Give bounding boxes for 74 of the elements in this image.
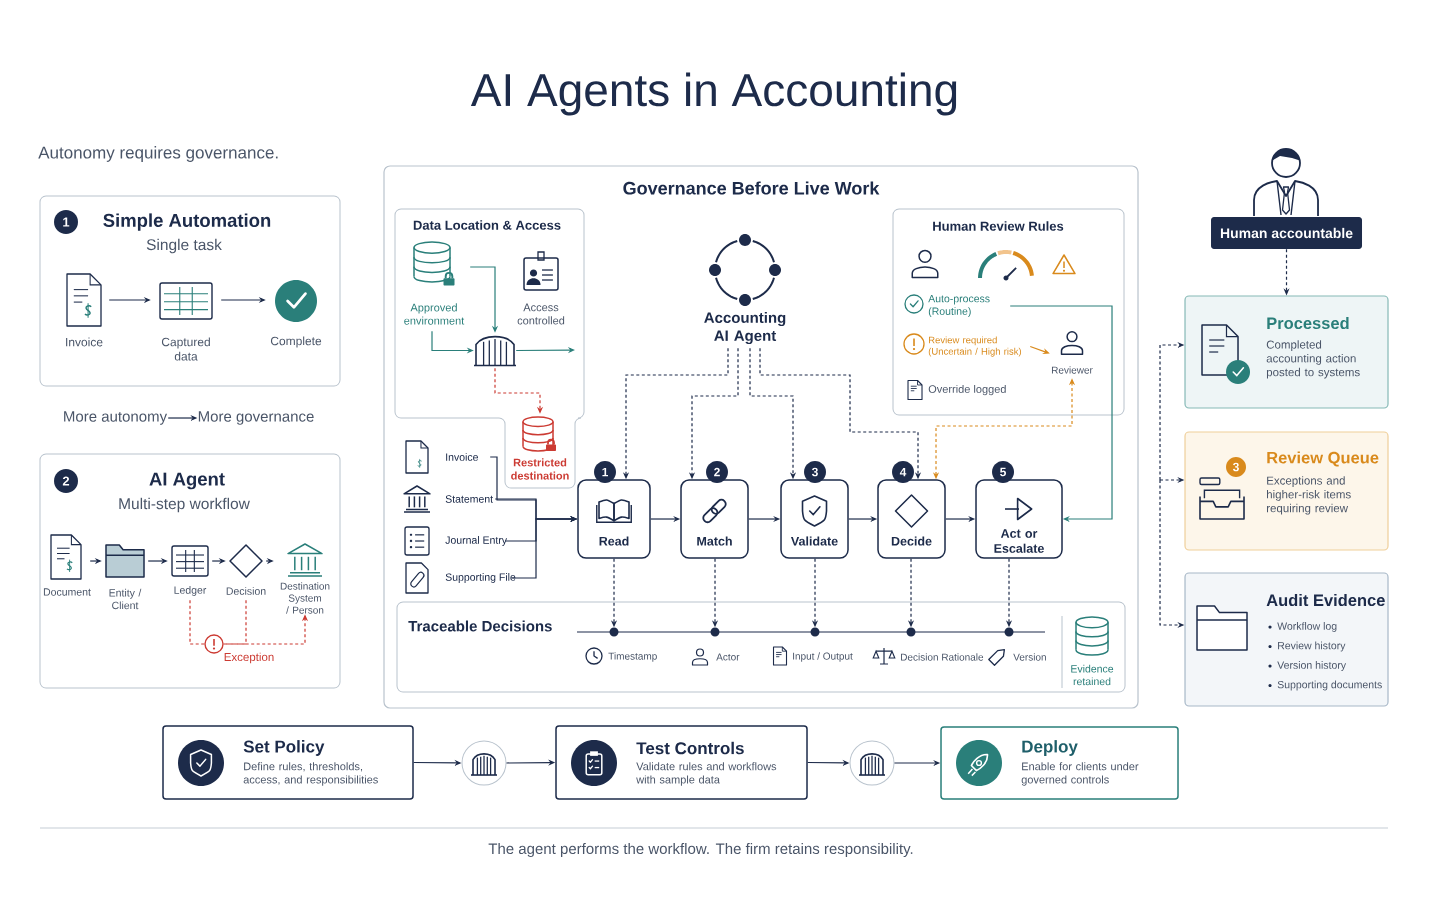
number-badge: 5 <box>992 461 1014 483</box>
number-badge: 4 <box>892 461 914 483</box>
list-item: Review history <box>1278 641 1346 652</box>
panel-title: AI Agent <box>149 472 225 490</box>
rule-label: Override logged <box>928 384 1006 396</box>
connector-line <box>189 599 205 645</box>
footer-text: The agent performs the workflow. The firm retains responsibility. <box>488 843 913 857</box>
card-title: Test Controls <box>636 741 744 755</box>
field-label: Input / Output <box>793 652 853 662</box>
rule-label: Auto-process (Routine) <box>928 295 990 317</box>
card-title: Review Queue <box>1267 451 1379 467</box>
list-item: Supporting documents <box>1277 680 1382 691</box>
number-badge: 3 <box>804 461 826 483</box>
item-label: Destination System / Person <box>280 582 330 614</box>
gate-icon <box>473 335 517 367</box>
step-box: Decide <box>877 479 946 559</box>
field-label: Version <box>1013 653 1046 661</box>
step-box: Act or Escalate <box>975 479 1063 559</box>
number-badge: 2 <box>54 469 78 493</box>
number-badge: 1 <box>594 461 616 483</box>
item-label: Complete <box>270 336 322 348</box>
item-label: Evidence retained <box>1071 664 1114 686</box>
card-title: Processed <box>1267 316 1349 330</box>
card-text: Define rules, thresholds, access, and responsibilities <box>243 762 378 786</box>
flow-label: More autonomy <box>64 411 168 425</box>
card-text: Exceptions and higher-risk items requiring review <box>1267 476 1351 515</box>
item-label: Access controlled <box>517 303 565 325</box>
panel-subtitle: Multi-step workflow <box>119 497 250 513</box>
note-text: Autonomy requires governance. <box>38 146 278 162</box>
item-label: Decision <box>226 587 266 595</box>
field-label: Actor <box>716 653 740 661</box>
field-label: Decision Rationale <box>901 653 984 661</box>
item-label: Restricted destination <box>511 458 569 480</box>
item-label: Statement <box>445 495 493 503</box>
item-label: Reviewer <box>1052 366 1093 374</box>
step-box: Read <box>577 479 651 559</box>
card-title: Deploy <box>1022 740 1078 756</box>
item-label: Approved environment <box>404 303 465 325</box>
card-text: Completed accounting action posted to systems <box>1266 340 1360 379</box>
flow-label: More governance <box>198 411 314 425</box>
arrow <box>1009 305 1113 523</box>
panel-title: Traceable Decisions <box>408 620 552 632</box>
panel-title: Human Review Rules <box>933 221 1064 231</box>
list-item: Workflow log <box>1277 622 1337 632</box>
panel-title: Governance Before Live Work <box>623 181 880 195</box>
rule-label: Review required (Uncertain / High risk) <box>928 336 1022 357</box>
card-title: Audit Evidence <box>1266 593 1385 607</box>
item-label: Entity / Client <box>109 588 142 610</box>
number-badge: 2 <box>706 461 728 483</box>
gate-icon <box>849 740 895 786</box>
number-badge: 1 <box>54 210 78 234</box>
list-item: Version history <box>1277 661 1347 671</box>
field-label: Timestamp <box>608 652 657 662</box>
agent-label: Accounting AI Agent <box>704 312 786 345</box>
step-box: Validate <box>780 479 849 559</box>
item-label: Document <box>43 588 91 596</box>
card-title: Set Policy <box>243 740 325 756</box>
panel-title: Data Location & Access <box>413 220 561 230</box>
number-badge: 3 <box>1226 457 1246 477</box>
item-label: Invoice <box>446 453 478 461</box>
item-label: Journal Entry <box>445 536 507 546</box>
exception-label: Exception <box>224 652 274 664</box>
item-label: Invoice <box>66 337 103 347</box>
page-title: AI Agents in Accounting <box>470 72 957 116</box>
item-label: Ledger <box>174 586 207 596</box>
panel-subtitle: Single task <box>146 238 222 254</box>
step-box: Match <box>680 479 749 559</box>
title-bar: Human accountable <box>1211 217 1362 249</box>
card-text: Validate rules and workflows with sample data <box>636 762 777 786</box>
gate-icon <box>461 740 507 786</box>
item-label: Supporting File <box>445 573 516 583</box>
card-text: Enable for clients under governed controls <box>1021 762 1139 786</box>
panel-title: Simple Automation <box>103 213 271 231</box>
item-label: Captured data <box>161 337 210 361</box>
